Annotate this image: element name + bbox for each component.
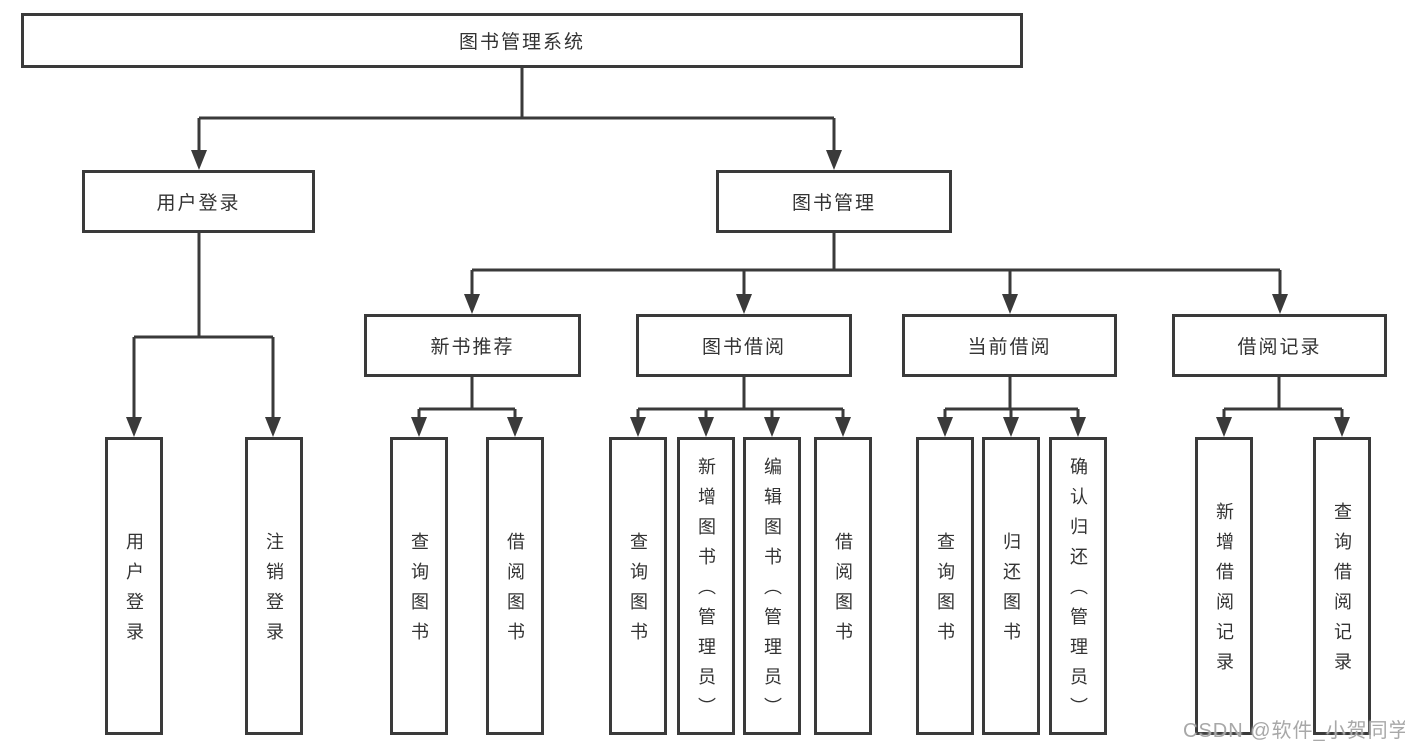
leaf-cb-return-books-label: 归还图书	[1001, 532, 1021, 652]
leaf-nb-borrow-books-label: 借阅图书	[505, 532, 525, 652]
node-user-login: 用户登录	[82, 170, 315, 233]
leaf-bb-edit-books-admin-label: 编辑图书（管理员）	[762, 457, 782, 727]
node-book-borrow: 图书借阅	[636, 314, 852, 377]
node-user-login-label: 用户登录	[156, 193, 241, 214]
leaf-cb-confirm-return-admin-label: 确认归还（管理员）	[1068, 457, 1088, 727]
leaf-user-login-label: 用户登录	[124, 532, 144, 652]
csdn-watermark: CSDN @软件_小贺同学	[1183, 720, 1405, 742]
leaf-br-query-record-label: 查询借阅记录	[1332, 502, 1352, 682]
leaf-cb-confirm-return-admin: 确认归还（管理员）	[1049, 437, 1107, 735]
leaf-bb-borrow-books: 借阅图书	[814, 437, 872, 735]
leaf-br-add-record-label: 新增借阅记录	[1214, 502, 1234, 682]
leaf-br-query-record: 查询借阅记录	[1313, 437, 1371, 735]
leaf-cb-query-books: 查询图书	[916, 437, 974, 735]
leaf-bb-edit-books-admin: 编辑图书（管理员）	[743, 437, 801, 735]
leaf-bb-borrow-books-label: 借阅图书	[833, 532, 853, 652]
node-book-management-label: 图书管理	[791, 193, 876, 214]
leaf-logout-label: 注销登录	[264, 532, 284, 652]
node-borrow-records: 借阅记录	[1172, 314, 1387, 377]
leaf-nb-query-books: 查询图书	[390, 437, 448, 735]
leaf-br-add-record: 新增借阅记录	[1195, 437, 1253, 735]
leaf-cb-return-books: 归还图书	[982, 437, 1040, 735]
leaf-logout: 注销登录	[245, 437, 303, 735]
node-new-book-recommend-label: 新书推荐	[430, 337, 515, 358]
node-book-management: 图书管理	[716, 170, 952, 233]
leaf-nb-query-books-label: 查询图书	[409, 532, 429, 652]
leaf-cb-query-books-label: 查询图书	[935, 532, 955, 652]
leaf-bb-add-books-admin-label: 新增图书（管理员）	[696, 457, 716, 727]
node-root: 图书管理系统	[21, 13, 1023, 68]
leaf-bb-query-books-label: 查询图书	[628, 532, 648, 652]
leaf-bb-add-books-admin: 新增图书（管理员）	[677, 437, 735, 735]
node-current-borrow: 当前借阅	[902, 314, 1117, 377]
node-root-label: 图书管理系统	[458, 32, 585, 53]
arrowheads	[126, 150, 1350, 437]
node-current-borrow-label: 当前借阅	[967, 337, 1052, 358]
node-book-borrow-label: 图书借阅	[701, 337, 786, 358]
leaf-bb-query-books: 查询图书	[609, 437, 667, 735]
leaf-nb-borrow-books: 借阅图书	[486, 437, 544, 735]
node-borrow-records-label: 借阅记录	[1237, 337, 1322, 358]
node-new-book-recommend: 新书推荐	[364, 314, 581, 377]
leaf-user-login: 用户登录	[105, 437, 163, 735]
